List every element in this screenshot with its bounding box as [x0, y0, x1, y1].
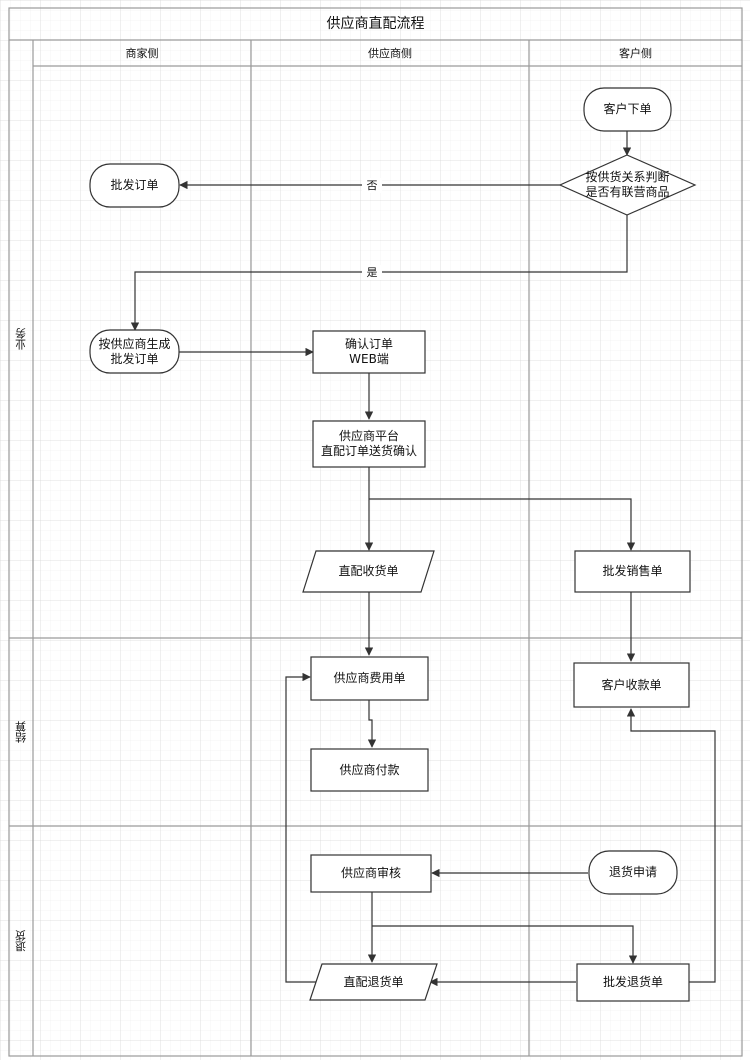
- nodes: [89, 87, 697, 1002]
- node-supplier-review: [310, 854, 432, 893]
- node-supplier-wholesale: [89, 329, 180, 374]
- node-supplier-payment: [310, 748, 429, 792]
- edge-platform-to-sales: [369, 498, 636, 551]
- node-wholesale-sales: [574, 550, 691, 593]
- pool-border: [8, 7, 743, 1057]
- node-customer-collection: [573, 662, 690, 708]
- node-confirm-order: [312, 330, 426, 374]
- node-judge: [558, 154, 697, 216]
- edge-wholesale-return-to-collection: [626, 708, 716, 983]
- edge-fee-to-payment: [367, 700, 377, 748]
- node-return-apply: [588, 850, 678, 895]
- node-customer-order: [583, 87, 672, 132]
- node-supplier-fee: [310, 656, 429, 701]
- swimlane-structure: [8, 7, 743, 1057]
- node-direct-return: [309, 963, 438, 1001]
- edge-review-to-wholesale-return: [372, 925, 638, 964]
- node-platform-confirm: [312, 420, 426, 468]
- node-wholesale-order: [89, 163, 180, 208]
- node-direct-receipt: [302, 550, 435, 593]
- node-wholesale-return: [576, 963, 690, 1002]
- edge-direct-return-to-fee: [285, 672, 317, 983]
